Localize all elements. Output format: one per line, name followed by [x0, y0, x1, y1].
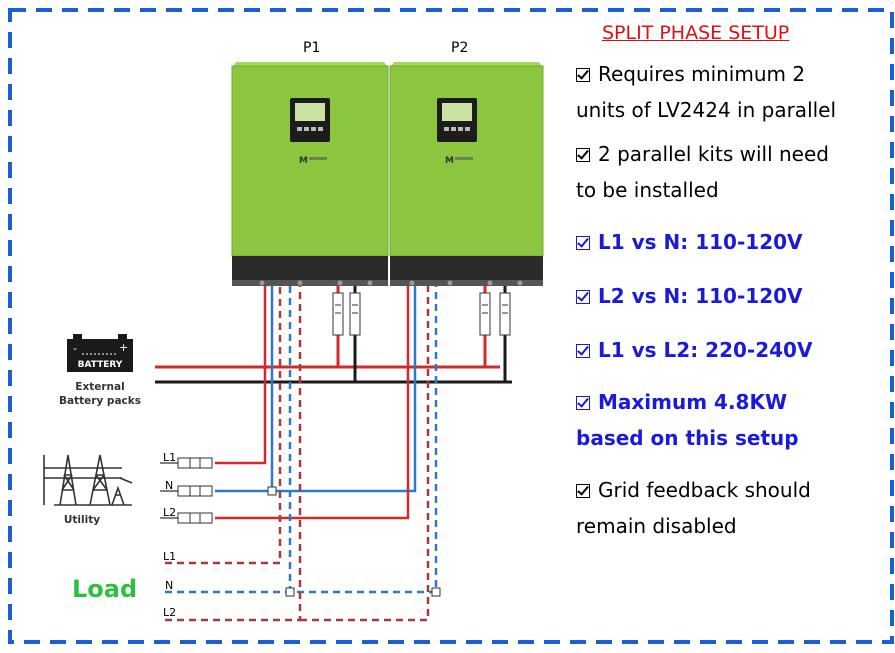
setup-title: SPLIT PHASE SETUP — [602, 22, 790, 44]
note-item-1: Requires minimum 2 units of LV2424 in pa… — [576, 62, 837, 122]
load-caption: Load — [72, 575, 137, 603]
note-item-2: 2 parallel kits will need to be installe… — [576, 142, 829, 202]
note-item-6: Maximum 4.8KW based on this setup — [576, 390, 799, 450]
svg-text:-: - — [73, 342, 77, 355]
brand-logo-p2: M — [445, 156, 454, 166]
checkbox-icon — [576, 236, 590, 250]
note-item-5: L1 vs L2: 220-240V — [576, 332, 894, 368]
battery-icon: - + BATTERY — [67, 334, 133, 372]
junction-n-utility — [267, 486, 277, 496]
unit-label-p2: P2 — [451, 40, 468, 56]
inverter-base-p2 — [390, 256, 543, 280]
svg-text:+: + — [119, 341, 128, 354]
inverter-p1: P1 M — [231, 40, 389, 286]
utility-tower-icon — [43, 454, 133, 506]
note-item-7: Grid feedback should remain disabled — [576, 478, 811, 538]
load-label-l1: L1 — [163, 550, 176, 563]
load-wiring — [165, 286, 438, 622]
battery-caption-1: External — [75, 381, 124, 393]
load-label-n: N — [165, 579, 173, 592]
utility-label-l1: L1 — [163, 451, 176, 464]
checkbox-icon — [576, 484, 590, 498]
junction-n-load-p1 — [285, 587, 295, 597]
checkbox-icon — [576, 290, 590, 304]
utility-terminals — [177, 457, 213, 524]
utility-wiring — [215, 286, 417, 520]
inverter-p2: P2 M — [389, 40, 544, 286]
utility-label-n: N — [165, 479, 173, 492]
checkbox-icon — [576, 396, 590, 410]
inverter-base-p1 — [232, 256, 388, 280]
checkbox-icon — [576, 68, 590, 82]
utility-label-l2: L2 — [163, 506, 176, 519]
load-label-l2: L2 — [163, 606, 176, 619]
checkbox-icon — [576, 148, 590, 162]
battery-label: BATTERY — [78, 360, 123, 370]
dc-breakers — [332, 292, 511, 336]
dashed-frame — [8, 8, 894, 644]
battery-caption-2: Battery packs — [59, 395, 141, 407]
setup-notes: SPLIT PHASE SETUP Requires minimum 2 uni… — [576, 22, 894, 544]
note-item-4: L2 vs N: 110-120V — [576, 278, 894, 314]
unit-label-p1: P1 — [303, 40, 320, 56]
utility-caption: Utility — [64, 514, 100, 526]
brand-logo-p1: M — [299, 156, 308, 166]
junction-n-load-p2 — [431, 587, 441, 597]
note-item-3: L1 vs N: 110-120V — [576, 224, 894, 260]
checkbox-icon — [576, 344, 590, 358]
